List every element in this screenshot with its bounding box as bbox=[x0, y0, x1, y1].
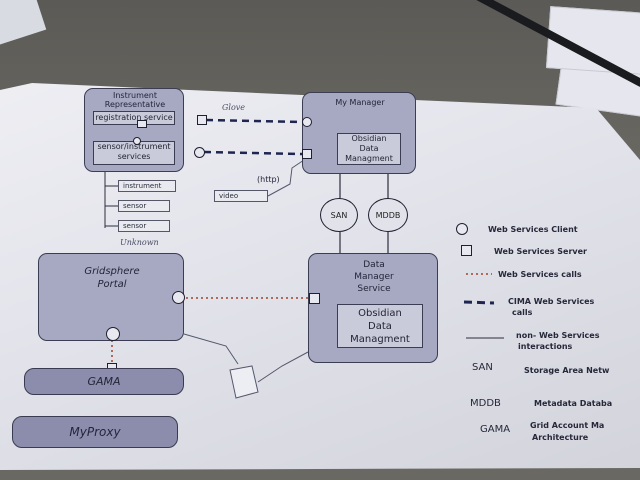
gama-label: GAMA bbox=[87, 375, 121, 388]
sensor-node-1: sensor bbox=[118, 200, 170, 212]
data-manager-service-box: Data Manager Service Obsidian Data Manag… bbox=[308, 253, 438, 363]
obsidian-box-bottom: Obsidian Data Managment bbox=[337, 304, 423, 348]
instrument-rep-title-2: Representative bbox=[104, 100, 166, 109]
legend-item-5b: interactions bbox=[518, 342, 573, 351]
registration-service-label: registration service bbox=[95, 113, 173, 122]
registration-service-box: registration service bbox=[93, 111, 175, 125]
legend-item-3: Web Services calls bbox=[498, 270, 582, 279]
gridsphere-title-1: Gridsphere bbox=[84, 266, 140, 277]
myproxy-label: MyProxy bbox=[69, 425, 121, 439]
sensor-service-line-2: services bbox=[117, 152, 151, 161]
sensor-instrument-services-box: sensor/instrument services bbox=[93, 141, 175, 165]
gama-node: GAMA bbox=[24, 368, 184, 395]
handwritten-note-top: Glove bbox=[222, 103, 246, 112]
instrument-rep-title-1: Instrument bbox=[112, 91, 157, 100]
my-manager-title: My Manager bbox=[335, 98, 385, 107]
ws-client-circle-icon bbox=[302, 117, 312, 127]
handwritten-note-bottom: Unknown bbox=[120, 238, 159, 247]
san-label: SAN bbox=[330, 210, 348, 220]
obsidian-box-top: Obsidian Data Managment bbox=[337, 133, 401, 165]
http-line bbox=[267, 159, 305, 197]
video-node: video bbox=[214, 190, 268, 202]
legend-dashed-line bbox=[463, 300, 495, 305]
instrument-representative-box: Instrument Representative registration s… bbox=[84, 88, 184, 172]
legend-def-gama-2: Architecture bbox=[532, 433, 589, 442]
obsidian-line-1: Obsidian bbox=[351, 134, 387, 143]
legend-def-gama: Grid Account Ma bbox=[530, 421, 605, 430]
ws-server-square-icon bbox=[197, 115, 207, 125]
legend-item-4: CIMA Web Services bbox=[508, 297, 595, 306]
my-manager-box: My Manager Obsidian Data Managment bbox=[302, 92, 416, 174]
legend-item-2: Web Services Server bbox=[494, 247, 587, 256]
mddb-node: MDDB bbox=[368, 198, 408, 232]
ws-server-square-icon bbox=[137, 120, 147, 128]
obsidian-line-2: Data bbox=[359, 144, 379, 153]
ws-client-circle-icon bbox=[172, 291, 185, 304]
dm-obsidian-line-3: Managment bbox=[350, 334, 410, 345]
ws-client-circle-icon bbox=[106, 327, 120, 341]
mddb-label: MDDB bbox=[375, 210, 401, 220]
legend-square-icon bbox=[461, 245, 472, 256]
legend-term-san: SAN bbox=[472, 362, 493, 373]
dm-obsidian-line-1: Obsidian bbox=[358, 308, 402, 319]
data-document-icon bbox=[229, 365, 259, 399]
legend-term-mddb: MDDB bbox=[470, 398, 501, 409]
cima-call-line-1 bbox=[205, 118, 303, 124]
san-node: SAN bbox=[320, 198, 358, 232]
instrument-node: instrument bbox=[118, 180, 176, 192]
ws-client-circle-icon bbox=[133, 137, 141, 145]
http-label: (http) bbox=[257, 175, 280, 184]
legend-def-san: Storage Area Netw bbox=[524, 366, 610, 375]
gridsphere-portal-box: Gridsphere Portal bbox=[38, 253, 184, 341]
myproxy-node: MyProxy bbox=[12, 416, 178, 448]
ws-client-circle-icon bbox=[194, 147, 205, 158]
legend-def-mddb: Metadata Databa bbox=[534, 399, 613, 408]
sensor-service-line-1: sensor/instrument bbox=[97, 142, 171, 151]
ws-server-square-icon bbox=[302, 149, 312, 159]
dm-title-1: Data bbox=[363, 260, 385, 270]
ws-server-square-icon bbox=[309, 293, 320, 304]
portal-data-line bbox=[183, 333, 239, 365]
sensor-node-2: sensor bbox=[118, 220, 170, 232]
legend-item-1: Web Services Client bbox=[488, 225, 578, 234]
gridsphere-title-2: Portal bbox=[97, 279, 127, 290]
dm-obsidian-line-2: Data bbox=[368, 321, 392, 332]
dm-title-3: Service bbox=[357, 284, 391, 294]
obsidian-line-3: Managment bbox=[345, 154, 393, 163]
legend-circle-icon bbox=[456, 223, 468, 235]
legend-item-4b: calls bbox=[512, 308, 533, 317]
dm-data-line bbox=[257, 351, 309, 383]
legend-item-5: non- Web Services bbox=[516, 331, 600, 340]
legend-term-gama: GAMA bbox=[480, 424, 511, 435]
dm-title-2: Manager bbox=[354, 272, 394, 282]
cima-call-line-2 bbox=[203, 150, 304, 156]
